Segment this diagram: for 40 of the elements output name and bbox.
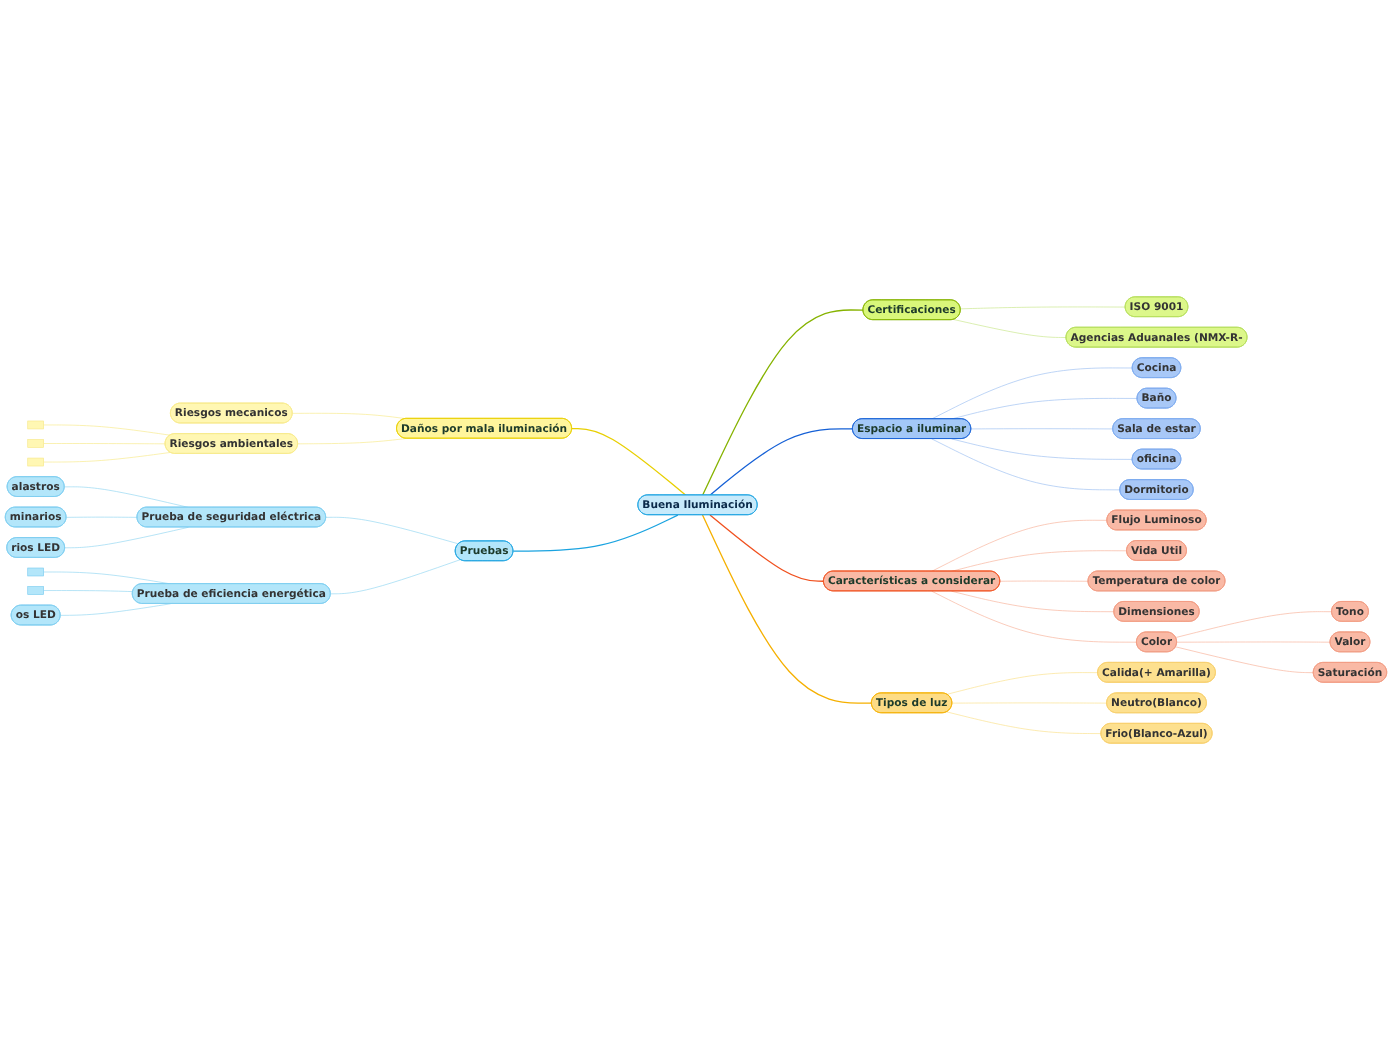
connector [701, 309, 864, 496]
node-box [27, 457, 44, 467]
node-box [27, 586, 44, 595]
node-box [27, 420, 44, 430]
connector [951, 702, 1108, 704]
connector [1175, 646, 1314, 673]
connector [709, 428, 854, 496]
connector [946, 711, 1102, 734]
connector [64, 486, 189, 508]
node-box [27, 439, 44, 448]
connector [571, 427, 687, 496]
connector [999, 580, 1089, 582]
connector [512, 514, 679, 552]
connector [43, 424, 171, 436]
connector [43, 452, 171, 463]
connector [43, 443, 166, 445]
connector [66, 516, 138, 518]
connector [953, 319, 1067, 338]
connector [1176, 641, 1331, 643]
connector [297, 438, 407, 445]
connector [951, 590, 1115, 613]
connector [292, 412, 407, 420]
connector [970, 428, 1114, 430]
connector [701, 514, 873, 704]
connector [43, 590, 134, 592]
connector [931, 590, 1138, 643]
connector [1175, 611, 1333, 638]
connector [931, 519, 1108, 572]
connector [931, 438, 1121, 491]
connector [60, 603, 171, 616]
connector [931, 367, 1133, 420]
connector [951, 550, 1128, 572]
connector [960, 306, 1126, 310]
connector [951, 438, 1133, 460]
connector [330, 559, 461, 595]
node-box [27, 567, 44, 577]
connector [325, 516, 459, 545]
connector [64, 526, 189, 549]
connector [946, 672, 1099, 695]
connector [709, 514, 825, 582]
